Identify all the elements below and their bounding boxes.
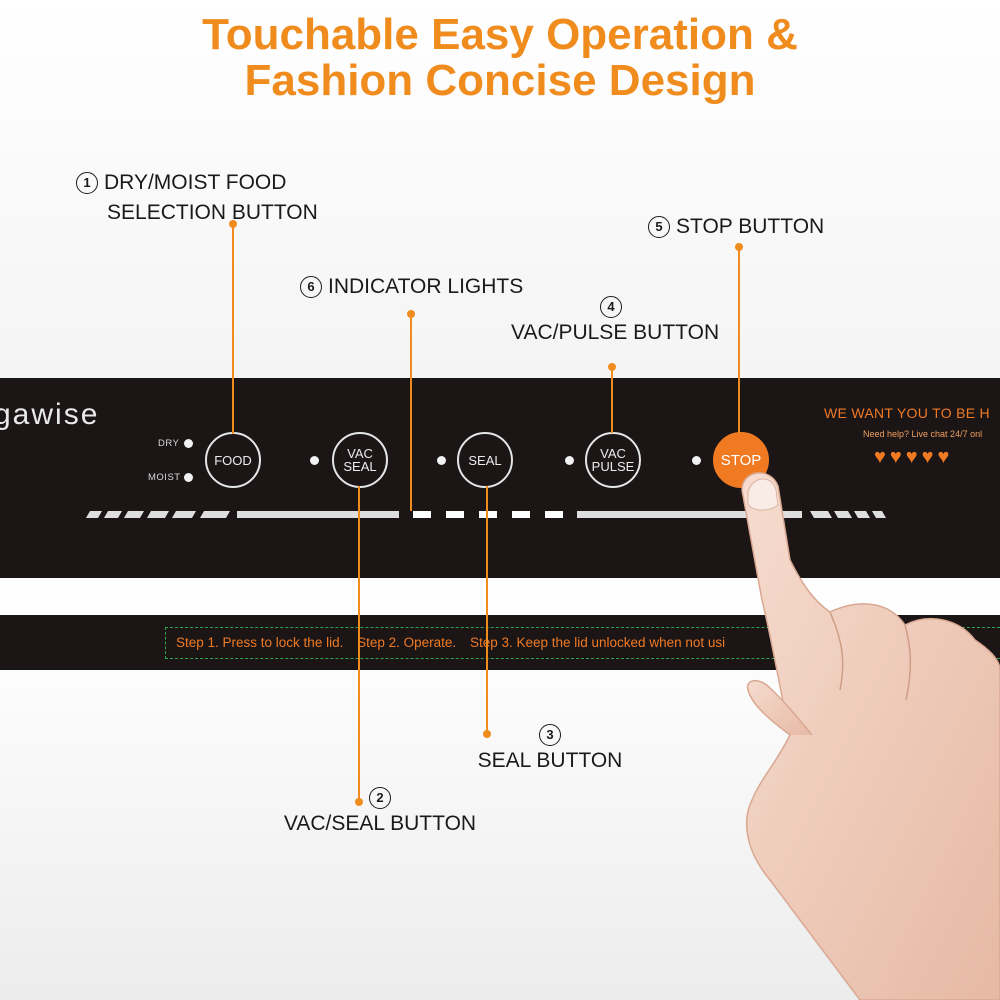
seal-button-label: SEAL bbox=[468, 452, 502, 468]
callout-number-6: 6 bbox=[300, 276, 322, 298]
callout-indicator: 6 INDICATOR LIGHTS bbox=[300, 272, 523, 302]
vac-pulse-button-label-1: VAC bbox=[600, 446, 626, 461]
vac-pulse-button-label-2: PULSE bbox=[591, 459, 635, 474]
vac-seal-button-label-2: SEAL bbox=[343, 459, 377, 474]
callout-food: 1 DRY/MOIST FOOD SELECTION BUTTON bbox=[76, 168, 318, 228]
moist-indicator-light bbox=[184, 473, 193, 482]
callout-number-4: 4 bbox=[600, 296, 622, 318]
callout-line-indicator bbox=[410, 314, 412, 511]
step-3: Step 3. Keep the lid unlocked when not u… bbox=[469, 635, 726, 650]
callout-vac-pulse: 4 VAC/PULSE BUTTON bbox=[511, 296, 719, 348]
callout-line-stop bbox=[738, 247, 740, 433]
callout-line-vac-pulse bbox=[611, 367, 613, 433]
heart-icons: ♥♥♥♥♥ bbox=[874, 446, 954, 468]
callout-number-1: 1 bbox=[76, 172, 98, 194]
dry-label: DRY bbox=[158, 438, 180, 449]
callout-line-seal bbox=[486, 486, 488, 734]
callout-indicator-text: INDICATOR LIGHTS bbox=[328, 275, 524, 298]
callout-stop-text: STOP BUTTON bbox=[676, 215, 825, 238]
stop-indicator-light bbox=[692, 456, 701, 465]
callout-stop: 5 STOP BUTTON bbox=[648, 212, 824, 242]
callout-vac-seal: 2 VAC/SEAL BUTTON bbox=[270, 787, 490, 839]
food-button-label: FOOD bbox=[214, 452, 252, 468]
steps-instructions: Step 1. Press to lock the lid. Step 2. O… bbox=[165, 627, 1000, 659]
stop-button[interactable]: STOP bbox=[713, 432, 769, 488]
callout-line-food bbox=[232, 224, 234, 434]
vac-seal-indicator-light bbox=[310, 456, 319, 465]
callout-food-line-1: DRY/MOIST FOOD bbox=[104, 171, 287, 194]
vac-seal-button[interactable]: VAC SEAL bbox=[332, 432, 388, 488]
brand-logo: gawise bbox=[0, 398, 100, 431]
callout-vac-seal-text: VAC/SEAL BUTTON bbox=[283, 812, 477, 835]
stop-button-label: STOP bbox=[720, 451, 762, 469]
vac-seal-button-label-1: VAC bbox=[347, 446, 373, 461]
callout-number-5: 5 bbox=[648, 216, 670, 238]
headline-line-2: Fashion Concise Design bbox=[244, 56, 756, 105]
promo-subtext: Need help? Live chat 24/7 onl bbox=[863, 429, 983, 439]
promo-text: WE WANT YOU TO BE H bbox=[824, 405, 990, 421]
callout-food-line-2: SELECTION BUTTON bbox=[107, 201, 318, 224]
vac-pulse-button[interactable]: VAC PULSE bbox=[585, 432, 641, 488]
step-2: Step 2. Operate. bbox=[357, 635, 457, 650]
headline-line-1: Touchable Easy Operation & bbox=[202, 10, 798, 59]
seal-button[interactable]: SEAL bbox=[457, 432, 513, 488]
callout-pin-vac-seal bbox=[355, 798, 363, 806]
callout-number-3: 3 bbox=[539, 724, 561, 746]
callout-seal: 3 SEAL BUTTON bbox=[450, 724, 650, 776]
callout-pin-seal bbox=[483, 730, 491, 738]
seal-indicator-light bbox=[437, 456, 446, 465]
dry-indicator-light bbox=[184, 439, 193, 448]
callout-seal-text: SEAL BUTTON bbox=[477, 749, 623, 772]
moist-label: MOIST bbox=[148, 472, 181, 483]
callout-line-vac-seal bbox=[358, 486, 360, 802]
callout-number-2: 2 bbox=[369, 787, 391, 809]
step-1: Step 1. Press to lock the lid. bbox=[176, 635, 344, 650]
vac-pulse-indicator-light bbox=[565, 456, 574, 465]
callout-vac-pulse-text: VAC/PULSE BUTTON bbox=[511, 321, 720, 344]
